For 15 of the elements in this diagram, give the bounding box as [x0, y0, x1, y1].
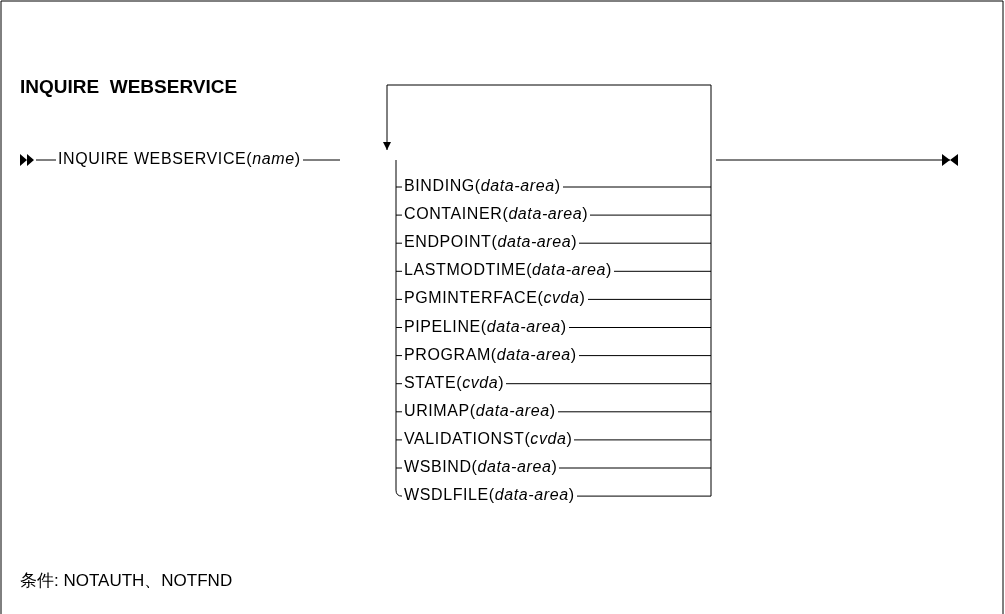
option-text: CONTAINER(data-area) [402, 205, 591, 224]
conditions-note: 条件: NOTAUTH、NOTFND [20, 572, 233, 590]
option-text: PROGRAM(data-area) [402, 345, 579, 364]
option-text: WSBIND(data-area) [402, 458, 560, 476]
option-text: WSDLFILE(data-area) [402, 486, 577, 505]
command-text: INQUIRE WEBSERVICE(name) [56, 150, 303, 168]
option-text: STATE(cvda) [402, 373, 507, 392]
diagram-title: INQUIRE WEBSERVICE [20, 76, 238, 98]
option-text: PGMINTERFACE(cvda) [402, 289, 588, 308]
option-text: PIPELINE(data-area) [402, 317, 569, 336]
option-text: BINDING(data-area) [402, 177, 563, 195]
option-text: URIMAP(data-area) [402, 401, 558, 420]
option-text: LASTMODTIME(data-area) [402, 261, 614, 280]
option-text: VALIDATIONST(cvda) [402, 429, 575, 448]
option-text: ENDPOINT(data-area) [402, 233, 580, 252]
